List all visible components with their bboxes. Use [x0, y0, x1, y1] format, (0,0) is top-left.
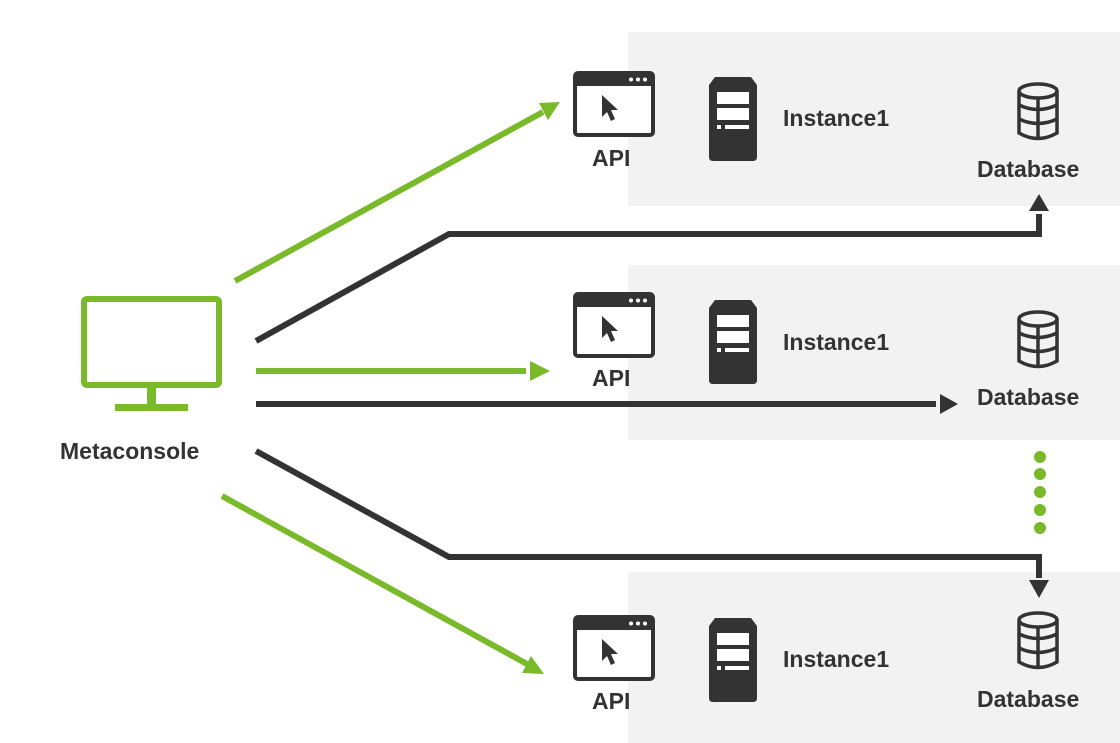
green-arrowhead-2 — [530, 361, 550, 381]
server-icon — [709, 618, 757, 702]
api-label: API — [592, 145, 631, 171]
metaconsole-label: Metaconsole — [60, 438, 200, 464]
database-icon — [1017, 611, 1059, 670]
green-arrow-to-api-1 — [233, 109, 545, 284]
server-icon — [709, 300, 757, 384]
monitor-icon — [81, 296, 222, 411]
api-icon — [573, 292, 655, 358]
api-icon — [573, 615, 655, 681]
green-arrowhead-3 — [522, 656, 544, 674]
database-label: Database — [977, 156, 1080, 182]
vertical-dots-icon — [1034, 451, 1046, 534]
green-arrow-to-api-3 — [220, 493, 529, 667]
dark-arrowhead-3 — [1029, 580, 1049, 598]
instance-name: Instance1 — [783, 646, 890, 672]
dark-arrowhead-2 — [940, 394, 958, 414]
api-label: API — [592, 365, 631, 391]
instance-name: Instance1 — [783, 105, 890, 131]
dark-arrowhead-1 — [1029, 194, 1049, 211]
green-arrowhead-1 — [539, 102, 560, 120]
api-label: API — [592, 688, 631, 714]
server-icon — [709, 77, 757, 161]
dark-arrow-to-db-3 — [254, 448, 1042, 578]
api-icon — [573, 71, 655, 137]
database-label: Database — [977, 384, 1080, 410]
instance-name: Instance1 — [783, 329, 890, 355]
database-icon — [1017, 310, 1059, 369]
database-label: Database — [977, 686, 1080, 712]
database-icon — [1017, 82, 1059, 141]
dark-arrow-to-db-1 — [254, 214, 1042, 344]
